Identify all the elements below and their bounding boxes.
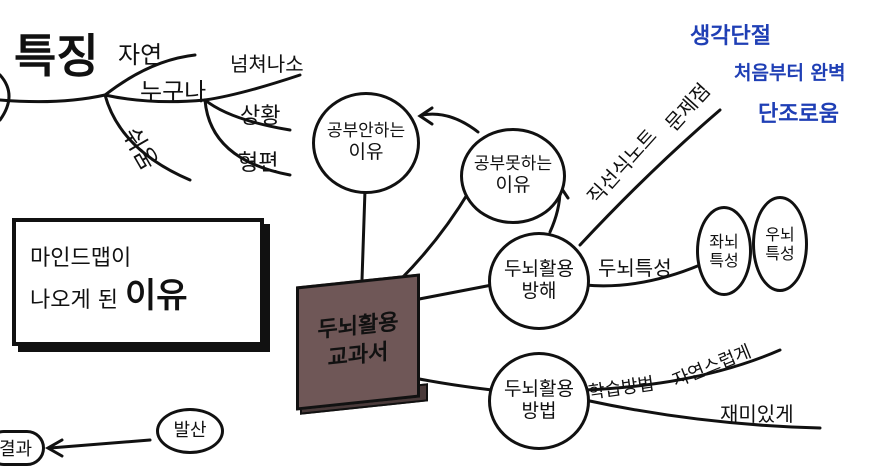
- left-brain-line2: 특성: [709, 251, 739, 270]
- left-brain-oval: 좌뇌 특성: [696, 206, 752, 296]
- reason-line2: 나오게 된 이유: [30, 274, 260, 320]
- node-study-reason-line2: 이유: [348, 140, 384, 163]
- link-center-obstacle: [412, 283, 494, 302]
- feature-anyone: 누구나: [140, 78, 207, 106]
- node-brain-method: 두뇌활용 방법: [488, 352, 590, 450]
- link-center-method: [412, 376, 494, 392]
- features-title: 특징: [14, 29, 99, 83]
- note-blue-2: 처음부터 완벽: [734, 62, 846, 84]
- node-study-cant-line2: 이유: [495, 173, 531, 196]
- reason-box: 마인드맵이 나오게 된 이유: [12, 218, 264, 346]
- reason-line2-prefix: 나오게 된: [30, 287, 118, 313]
- right-brain-line2: 특성: [765, 244, 795, 263]
- branch-fun-label: 재미있게: [720, 402, 794, 426]
- node-study-cant: 공부못하는 이유: [460, 128, 566, 224]
- feature-branch-situation: [203, 98, 292, 132]
- reason-line1: 마인드맵이: [30, 246, 132, 272]
- right-brain-line1: 우뇌: [765, 224, 795, 244]
- feature-branch-easy: [103, 93, 192, 182]
- left-partial-circle: [0, 73, 11, 122]
- arrow-head-reason: [417, 106, 434, 126]
- note-blue-3: 단조로움: [758, 102, 839, 127]
- node-brain-obstacle-line2: 방해: [521, 280, 557, 302]
- feature-overflow: 넘쳐나소: [230, 52, 304, 76]
- note-blue-1: 생각단절: [690, 24, 771, 49]
- center-line2: 교과서: [327, 339, 389, 372]
- develop-bubble: 발산: [156, 408, 224, 454]
- node-study-cant-line1: 공부못하는: [473, 154, 553, 175]
- branch-linear-note: [578, 108, 722, 247]
- link-center-study-reason: [360, 188, 367, 282]
- feature-branch-format: [203, 98, 292, 177]
- node-study-reason-line1: 공부안하는: [326, 121, 406, 142]
- left-partial-bubble: 결과: [0, 430, 46, 466]
- right-brain-oval: 우뇌 특성: [752, 196, 808, 292]
- branch-study-method: [583, 348, 782, 392]
- node-brain-obstacle: 두뇌활용 방해: [488, 232, 590, 330]
- left-brain-line1: 좌뇌: [709, 231, 739, 251]
- link-bottom-arrow: [48, 438, 152, 450]
- central-book: 두뇌활용 교과서: [296, 273, 420, 411]
- feature-natural: 자연: [118, 41, 163, 69]
- feature-situation: 상황: [240, 104, 281, 129]
- branch-brain-feature-label: 두뇌특성: [598, 256, 672, 280]
- reason-line2-big: 이유: [124, 275, 188, 316]
- node-brain-method-line1: 두뇌활용: [504, 378, 574, 401]
- branch-fun: [583, 398, 822, 430]
- arrow-cant-to-reason: [420, 112, 480, 134]
- link-center-study-cant: [398, 188, 472, 282]
- branch-brain-feature: [583, 263, 702, 288]
- node-brain-method-line2: 방법: [521, 400, 557, 422]
- node-study-reason: 공부안하는 이유: [312, 92, 420, 194]
- node-brain-obstacle-line1: 두뇌활용: [504, 258, 574, 281]
- feature-format: 형편: [238, 151, 279, 176]
- arrow-head-left: [44, 438, 64, 458]
